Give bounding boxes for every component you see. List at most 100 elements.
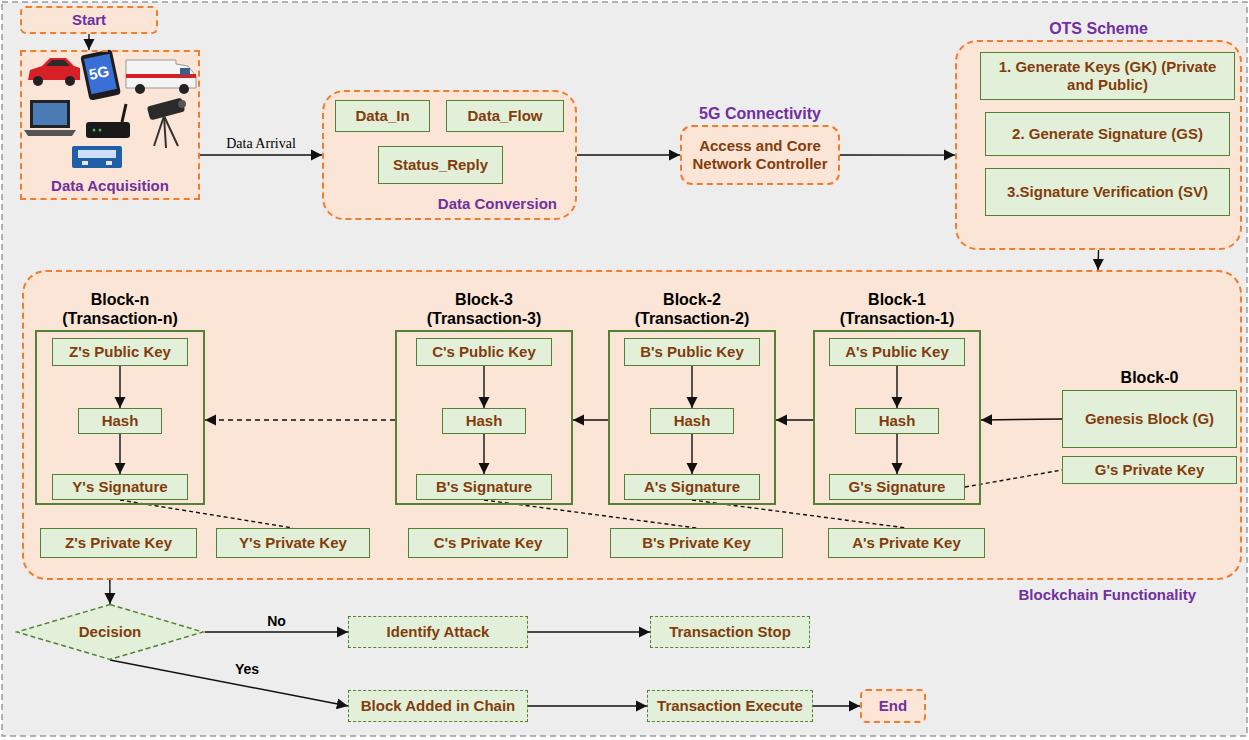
node-label: Hash — [670, 412, 715, 430]
process-box: 2. Generate Signature (GS) — [985, 112, 1230, 156]
node-label: Decision — [75, 623, 146, 641]
ambulance-icon — [126, 60, 196, 94]
flow-arrow — [483, 366, 484, 408]
heading-label: Block-3 (Transaction-3) — [405, 290, 563, 328]
process-box: Identify Attack — [348, 616, 528, 648]
heading-label: Blockchain Functionality — [1014, 586, 1200, 604]
key-box: B's Private Key — [610, 528, 783, 558]
key-box: C's Private Key — [408, 528, 568, 558]
block-box: Block-1 (Transaction-1)A's Public KeyHas… — [813, 330, 981, 505]
flow-arrow — [200, 154, 322, 155]
process-box: Transaction Execute — [647, 690, 813, 722]
node-label: Data_Flow — [463, 107, 546, 125]
flow-arrow — [776, 419, 813, 420]
flow-arrow — [528, 705, 647, 706]
laptop-icon — [24, 100, 76, 136]
key-box: G's Private Key — [1062, 456, 1237, 484]
hash-box: Hash — [855, 408, 939, 434]
flow-arrow — [840, 154, 955, 155]
phone-icon — [80, 49, 121, 101]
key-box: Y's Private Key — [216, 528, 370, 558]
signature-box: Y's Signature — [52, 474, 188, 500]
hash-box: Hash — [442, 408, 526, 434]
node-label: Transaction Stop — [665, 623, 795, 641]
flow-arrow — [573, 419, 608, 420]
flow-arrow — [110, 660, 348, 706]
flow-arrow — [528, 631, 650, 632]
key-box: A's Private Key — [828, 528, 985, 558]
router-icon — [86, 104, 130, 138]
heading-label: Block-0 — [1117, 368, 1183, 387]
dashed-link — [205, 419, 395, 420]
heading-label: Block-n (Transaction-n) — [41, 290, 199, 328]
node-label: C's Public Key — [428, 343, 540, 361]
flow-arrow — [691, 434, 692, 474]
heading-label: 5G Connectivity — [695, 104, 825, 123]
genesis-block: Block-0Genesis Block (G) — [1062, 390, 1237, 448]
node-label: Status_Reply — [389, 156, 492, 174]
data-acquisition-panel: Data Acquisition — [20, 50, 200, 200]
block-box: Block-n (Transaction-n)Z's Public KeyHas… — [35, 330, 205, 505]
start-terminal: Start — [20, 6, 158, 34]
node-label: Identify Attack — [383, 623, 494, 641]
flow-arrow — [896, 434, 897, 474]
node-label: B's Private Key — [638, 534, 755, 552]
node-label: C's Private Key — [430, 534, 547, 552]
node-label: Z's Private Key — [61, 534, 176, 552]
flow-arrow — [483, 434, 484, 474]
blockchain-group: Blockchain FunctionalityBlock-n (Transac… — [22, 270, 1242, 580]
node-label: Y's Signature — [68, 478, 171, 496]
hash-box: Hash — [78, 408, 162, 434]
heading-label: Block-1 (Transaction-1) — [818, 290, 976, 328]
process-box: Block Added in Chain — [348, 690, 528, 722]
hash-box: Hash — [650, 408, 734, 434]
ots-scheme-group: OTS Scheme1. Generate Keys (GK) (Private… — [955, 40, 1242, 250]
heading-label: Block-2 (Transaction-2) — [613, 290, 771, 328]
flow-arrow — [109, 580, 111, 604]
node-label: Genesis Block (G) — [1081, 410, 1218, 428]
process-box: Status_Reply — [378, 146, 503, 184]
flow-arrow — [896, 366, 897, 408]
node-label: A's Public Key — [841, 343, 953, 361]
node-label: Access and Core Network Controller — [682, 137, 838, 173]
network-controller-box: 5G ConnectivityAccess and Core Network C… — [680, 125, 840, 185]
node-label: Z's Public Key — [65, 343, 175, 361]
block-box: Block-2 (Transaction-2)B's Public KeyHas… — [608, 330, 776, 505]
flow-arrow — [119, 434, 120, 474]
key-box: C's Public Key — [416, 338, 552, 366]
process-box: 1. Generate Keys (GK) (Private and Publi… — [980, 52, 1235, 100]
node-label: 3.Signature Verification (SV) — [1003, 183, 1212, 201]
sensor-board-icon — [72, 146, 122, 168]
node-label: Data_In — [351, 107, 413, 125]
node-label: 1. Generate Keys (GK) (Private and Publi… — [981, 58, 1234, 94]
node-label: End — [875, 697, 911, 715]
camera-tripod-icon — [147, 98, 186, 148]
heading-label: OTS Scheme — [1045, 19, 1152, 38]
heading-label: Data Acquisition — [22, 177, 198, 195]
group-fill — [955, 40, 1242, 250]
node-label: A's Signature — [640, 478, 744, 496]
node-label: G's Private Key — [1091, 461, 1208, 479]
signature-box: A's Signature — [624, 474, 760, 500]
block-box: Block-3 (Transaction-3)C's Public KeyHas… — [395, 330, 573, 505]
group-fill — [22, 270, 1242, 580]
node-label: Hash — [875, 412, 920, 430]
flow-arrow — [88, 34, 89, 50]
node-label: B's Signature — [432, 478, 536, 496]
process-box: Transaction Stop — [650, 616, 810, 648]
node-label: Y's Private Key — [235, 534, 351, 552]
key-box: Z's Private Key — [40, 528, 197, 558]
flow-arrow — [577, 154, 680, 155]
key-box: B's Public Key — [624, 338, 760, 366]
node-label: 2. Generate Signature (GS) — [1008, 125, 1207, 143]
flow-arrow — [981, 418, 1062, 420]
flow-arrow — [119, 366, 120, 408]
process-box: Data_Flow — [446, 100, 564, 132]
edge-label: Yes — [232, 661, 262, 677]
process-box: Data_In — [335, 100, 430, 132]
group-fill — [322, 90, 577, 220]
node-label: Block Added in Chain — [357, 697, 519, 715]
end-terminal: End — [860, 689, 926, 723]
flow-arrow — [691, 366, 692, 408]
